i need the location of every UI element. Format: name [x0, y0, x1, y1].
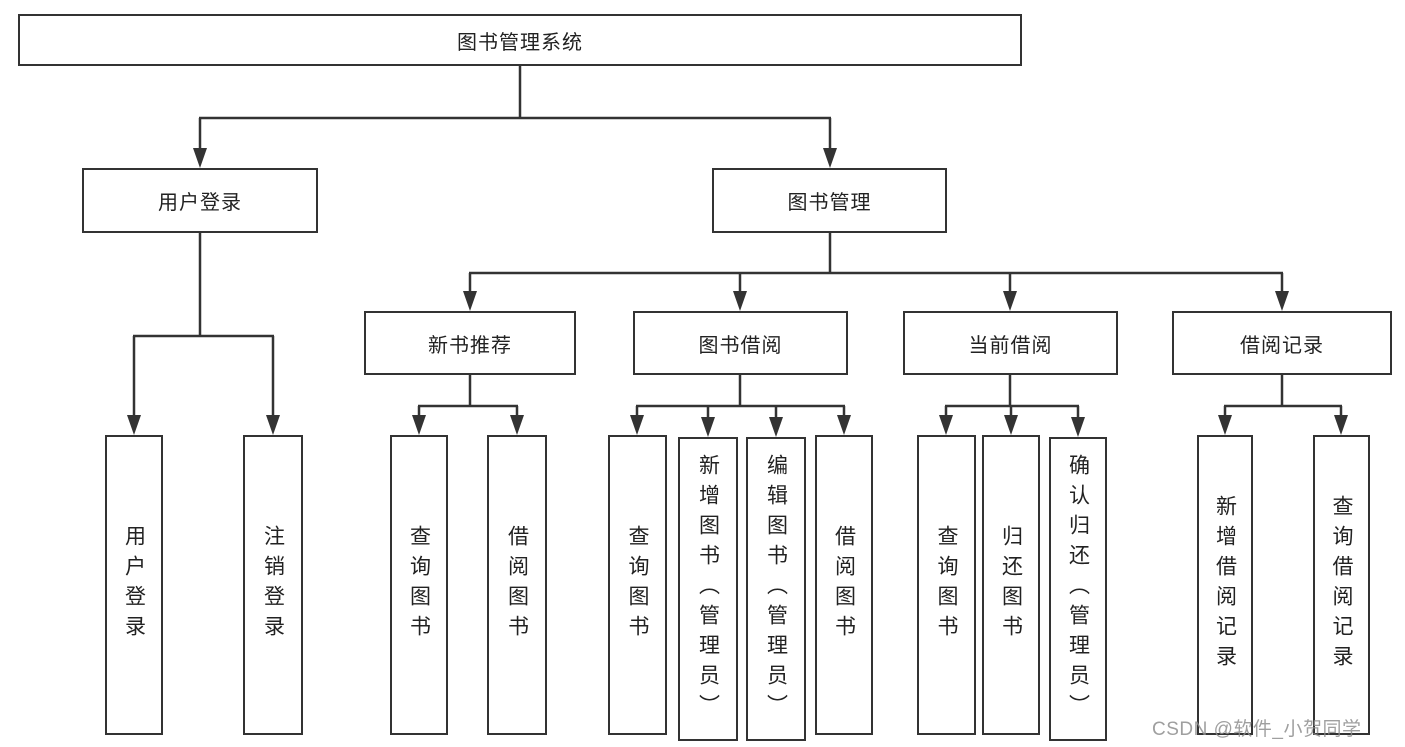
node-book-borrow-label: 图书借阅 — [698, 334, 783, 357]
leaf-records-query-record: 查询借阅记录 — [1313, 435, 1370, 735]
leaf-newbook-borrow-books: 借阅图书 — [487, 435, 547, 735]
leaf-borrow-borrow-books-label: 借阅图书 — [832, 525, 856, 645]
leaf-user-login: 用户登录 — [105, 435, 163, 735]
leaf-logout-label: 注销登录 — [261, 525, 285, 645]
node-book-borrow: 图书借阅 — [633, 311, 848, 375]
leaf-borrow-query-books: 查询图书 — [608, 435, 667, 735]
leaf-records-query-record-label: 查询借阅记录 — [1330, 495, 1353, 675]
leaf-newbook-borrow-books-label: 借阅图书 — [505, 525, 529, 645]
node-book-management: 图书管理 — [712, 168, 947, 233]
node-current-borrow-label: 当前借阅 — [968, 334, 1053, 357]
node-new-book-recommend-label: 新书推荐 — [428, 334, 512, 357]
leaf-borrow-add-books-admin-label: 新增图书（管理员） — [696, 454, 720, 724]
leaf-newbook-query-books: 查询图书 — [390, 435, 448, 735]
leaf-current-query-books-label: 查询图书 — [935, 525, 958, 645]
leaf-current-confirm-return-admin: 确认归还（管理员） — [1049, 437, 1107, 741]
leaf-records-add-record: 新增借阅记录 — [1197, 435, 1253, 735]
leaf-current-return-books-label: 归还图书 — [999, 525, 1023, 645]
node-borrow-records: 借阅记录 — [1172, 311, 1392, 375]
node-root: 图书管理系统 — [18, 14, 1022, 66]
leaf-current-confirm-return-admin-label: 确认归还（管理员） — [1066, 454, 1090, 724]
leaf-borrow-edit-books-admin: 编辑图书（管理员） — [746, 437, 806, 741]
leaf-user-login-label: 用户登录 — [122, 525, 146, 645]
node-user-login-label: 用户登录 — [158, 192, 242, 214]
leaf-newbook-query-books-label: 查询图书 — [407, 525, 431, 645]
leaf-borrow-borrow-books: 借阅图书 — [815, 435, 873, 735]
node-root-label: 图书管理系统 — [457, 31, 583, 54]
leaf-current-query-books: 查询图书 — [917, 435, 976, 735]
leaf-borrow-add-books-admin: 新增图书（管理员） — [678, 437, 738, 741]
leaf-borrow-edit-books-admin-label: 编辑图书（管理员） — [764, 454, 788, 724]
csdn-watermark: CSDN @软件_小贺同学 — [1152, 719, 1362, 740]
leaf-records-add-record-label: 新增借阅记录 — [1213, 495, 1237, 675]
node-current-borrow: 当前借阅 — [903, 311, 1118, 375]
node-user-login: 用户登录 — [82, 168, 318, 233]
node-borrow-records-label: 借阅记录 — [1240, 334, 1324, 357]
node-book-management-label: 图书管理 — [787, 192, 872, 214]
leaf-current-return-books: 归还图书 — [982, 435, 1040, 735]
leaf-borrow-query-books-label: 查询图书 — [626, 525, 649, 645]
leaf-logout: 注销登录 — [243, 435, 303, 735]
node-new-book-recommend: 新书推荐 — [364, 311, 576, 375]
